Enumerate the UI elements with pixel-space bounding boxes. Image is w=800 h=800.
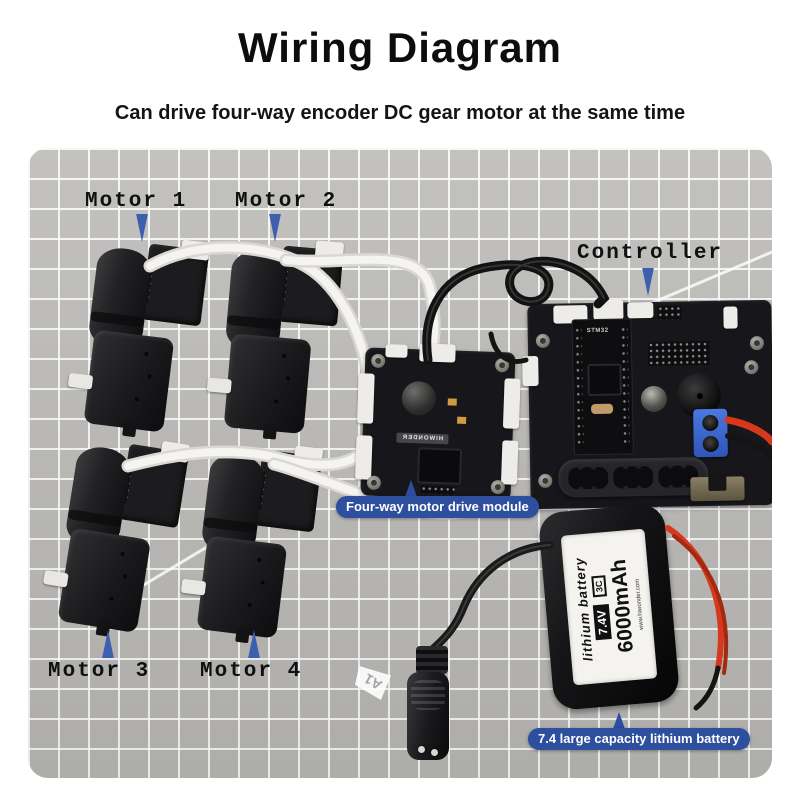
callout-battery: 7.4 large capacity lithium battery — [528, 728, 750, 750]
callout-drive-module: Four-way motor drive module — [336, 496, 539, 518]
dc-jack-pin — [418, 746, 425, 753]
label-motor-3: Motor 3 — [48, 660, 151, 683]
controller-power-wire-black — [725, 433, 772, 461]
page-subtitle: Can drive four-way encoder DC gear motor… — [114, 102, 686, 124]
pointer-arrow-motor-4 — [248, 630, 260, 658]
battery-wire-red-2 — [672, 534, 729, 675]
battery-wire-tip — [693, 665, 721, 711]
controller-power-wire-red — [724, 416, 772, 446]
pointer-arrow-motor-1 — [136, 214, 148, 242]
pointer-arrow-motor-2 — [269, 214, 281, 242]
controller-left-wires — [488, 331, 529, 364]
dc-jack-pin — [431, 749, 438, 756]
pointer-arrow-controller — [642, 268, 654, 296]
dc-jack-strain-relief — [416, 646, 448, 674]
label-motor-2: Motor 2 — [235, 190, 338, 213]
module-to-controller-cable — [422, 256, 610, 365]
pointer-arrow-motor-3 — [102, 630, 114, 658]
label-motor-4: Motor 4 — [200, 660, 303, 683]
power-and-signal-cables-layer — [422, 256, 772, 711]
page-title: Wiring Diagram — [238, 24, 562, 71]
dc-jack-barrel — [407, 672, 449, 760]
label-controller: Controller — [577, 242, 724, 265]
battery-to-jack-cable — [428, 541, 554, 654]
label-motor-1: Motor 1 — [85, 190, 188, 213]
battery-wire-red — [665, 525, 724, 671]
photo-cutting-mat: A1 — [28, 148, 772, 778]
